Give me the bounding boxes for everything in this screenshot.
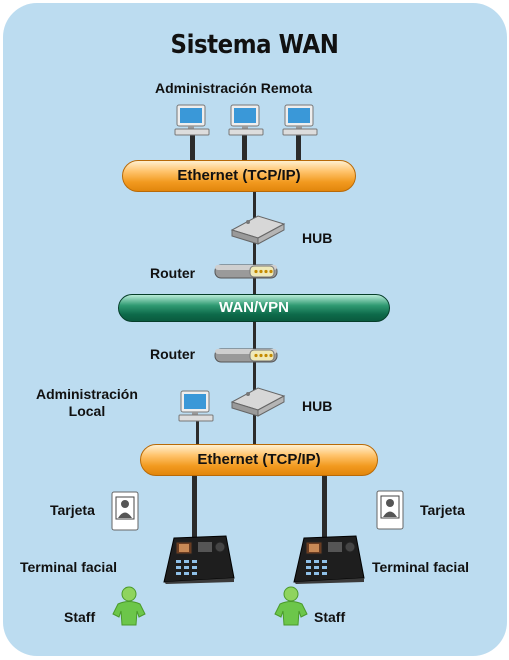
terminal-left-link [192,476,197,554]
diagram-title: Sistema WAN [170,30,339,60]
router-icon [214,348,278,363]
computer-icon [228,104,264,136]
card-label-right: Tarjeta [420,502,465,518]
person-icon [112,586,146,626]
pc2-link [242,134,247,162]
person-icon [274,586,308,626]
hub-label-top: HUB [302,230,333,246]
computer-icon [178,390,214,422]
wan-vpn-bar: WAN/VPN [118,294,390,322]
pc1-link [190,134,195,162]
card-reader-icon [111,491,139,531]
router-label-bottom: Router [150,346,196,362]
ethernet-bar-top: Ethernet (TCP/IP) [122,160,356,192]
terminal-right-link [322,476,327,554]
card-reader-icon [376,490,404,530]
local-admin-label-line1: Administración [36,386,138,402]
hub-icon [230,387,286,417]
local-pc-link [196,418,199,444]
computer-icon [174,104,210,136]
ethernet-hub-link [253,192,256,218]
staff-label-left: Staff [64,609,96,625]
terminal-label-left: Terminal facial [20,559,118,575]
hub-ethernet-link [253,414,256,444]
remote-admin-label: Administración Remota [155,80,313,96]
local-admin-label-line2: Local [68,403,106,419]
pc3-link [296,134,301,162]
router-icon [214,264,278,279]
computer-icon [282,104,318,136]
hub-label-bottom: HUB [302,398,333,414]
hub-icon [230,215,286,245]
face-terminal-icon [163,535,235,584]
staff-label-right: Staff [314,609,346,625]
router-label-top: Router [150,265,196,281]
face-terminal-icon [293,535,365,584]
terminal-label-right: Terminal facial [372,559,470,575]
ethernet-bar-bottom: Ethernet (TCP/IP) [140,444,378,476]
card-label-left: Tarjeta [50,502,95,518]
local-admin-label: Administración Local [36,386,138,420]
